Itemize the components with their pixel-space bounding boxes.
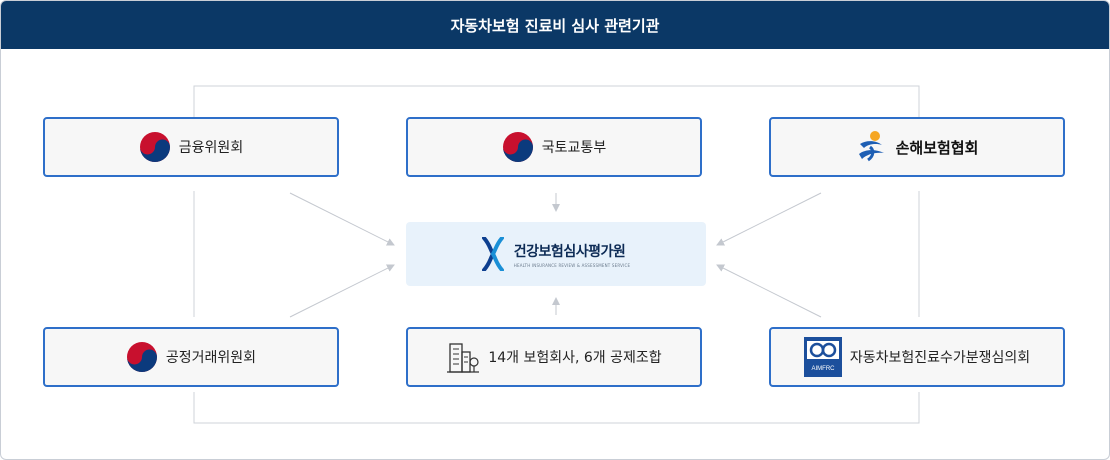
hira-name: 건강보험심사평가원 [513,243,626,260]
ftc-label: 공정거래위원회 [165,350,257,366]
arrow-fsc [289,192,395,246]
arrow-ftc [289,264,395,318]
hira-logo-icon [481,237,504,271]
bottom-bracket-line [193,392,920,424]
center-hira: 건강보험심사평가원 HEALTH INSURANCE REVIEW & ASSE… [406,222,706,286]
box-committee: AIMFRC 자동차보험진료수가분쟁심의회 [769,327,1065,387]
fsc-label: 금융위원회 [178,140,244,156]
box-fsc: 금융위원회 [43,117,339,177]
aimfrc-logo-icon: AIMFRC [803,337,842,377]
knia-logo-icon [858,131,884,162]
taegeuk-icon [502,132,533,162]
box-molit: 국토교통부 [406,117,702,177]
arrow-committee [716,264,822,318]
molit-label: 국토교통부 [541,140,607,156]
aimfrc-logo-text: AIMFRC [811,366,835,372]
taegeuk-icon [139,132,170,162]
hira-subtitle: HEALTH INSURANCE REVIEW & ASSESSMENT SER… [513,262,631,268]
building-icon [447,343,480,373]
taegeuk-icon [126,342,157,372]
box-knia: 손해보험협회 [769,117,1065,177]
insurers-label: 14개 보험회사, 6개 공제조합 [488,350,662,366]
box-ftc: 공정거래위원회 [43,327,339,387]
committee-label: 자동차보험진료수가분쟁심의회 [849,350,1031,366]
diagram-title: 자동차보험 진료비 심사 관련기관 [1,1,1109,49]
top-bracket-line [193,85,920,117]
box-insurers: 14개 보험회사, 6개 공제조합 [406,327,702,387]
knia-label: 손해보험협회 [895,138,979,157]
arrow-knia [716,192,822,246]
